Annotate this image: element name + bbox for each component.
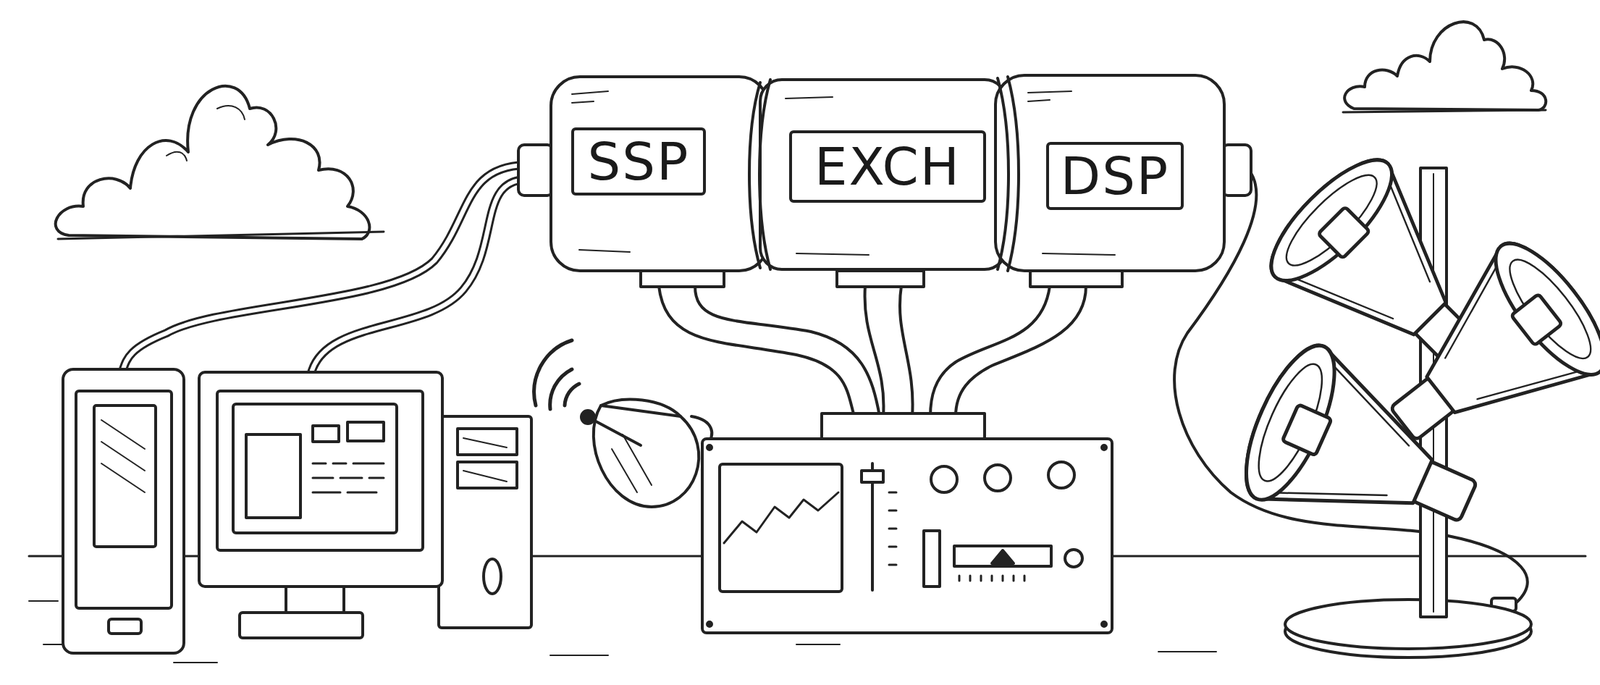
monitor-part	[199, 372, 443, 587]
cylinder-part	[1222, 144, 1252, 196]
segment-label: EXCH	[789, 130, 987, 203]
control-panel-part	[1101, 621, 1107, 627]
megaphone-stand-part	[1285, 599, 1532, 649]
tablet-part	[94, 405, 156, 547]
satellite-dish-part	[600, 399, 681, 417]
monitor-part	[347, 422, 384, 441]
control-panel-part	[719, 464, 842, 592]
satellite-dish	[534, 340, 713, 507]
cloud-part	[55, 86, 370, 239]
cylinder-part	[571, 91, 1115, 255]
cloud-part	[57, 231, 384, 239]
cable	[123, 165, 526, 373]
satellite-dish-part	[581, 410, 595, 424]
monitor-part	[246, 434, 301, 518]
tablet-part	[76, 390, 172, 609]
control-panel-part	[702, 438, 1113, 633]
tablet-part	[101, 419, 145, 493]
control-panel-part	[1064, 549, 1083, 567]
computer-tower-part	[457, 461, 517, 488]
control-panel-part	[991, 550, 1014, 564]
cable-bracket-part	[836, 270, 924, 287]
satellite-dish-part	[611, 434, 652, 493]
monitor-part	[233, 403, 397, 533]
control-panel-part	[861, 470, 884, 483]
monitor-part	[239, 612, 363, 638]
satellite-dish-part	[587, 417, 641, 446]
control-panel-part	[889, 492, 897, 565]
computer-tower-part	[483, 558, 501, 594]
control-panel-part	[723, 492, 839, 543]
cylinder	[518, 75, 1252, 271]
cable-part	[311, 179, 526, 373]
cable-part	[123, 165, 526, 370]
computer-tower-part	[463, 438, 507, 482]
segment-label: DSP	[1046, 141, 1184, 210]
segment-label: SSP	[571, 127, 706, 196]
cable-part	[123, 165, 526, 370]
cable-bracket-part	[640, 270, 724, 287]
satellite-dish-part	[534, 340, 580, 410]
cylinder-part	[518, 144, 554, 196]
control-panel-part	[931, 466, 958, 493]
computer-tower-part	[457, 428, 517, 455]
cylinder-part	[995, 75, 1225, 271]
control-panel-part	[821, 413, 985, 441]
monitor	[199, 372, 443, 638]
tablet	[62, 369, 184, 654]
monitor-part	[217, 390, 423, 551]
segment-text: DSP	[1060, 149, 1170, 202]
computer-tower-part	[438, 416, 532, 628]
control-panel	[702, 413, 1113, 633]
cloud-part	[166, 105, 245, 161]
cylinder-part	[997, 76, 1019, 271]
ribbon-cable-part	[865, 285, 913, 417]
control-panel-part	[1101, 445, 1107, 450]
tablet-part	[62, 369, 184, 654]
control-panel-part	[954, 545, 1052, 567]
cloud	[1342, 21, 1546, 113]
cloud-part	[1344, 21, 1546, 111]
monitor-part	[312, 425, 339, 442]
tablet-part	[108, 619, 142, 634]
ribbon-cable	[658, 285, 1086, 417]
cylinder-part	[749, 79, 771, 270]
cylinder-part	[760, 79, 1007, 270]
cable-bracket	[640, 270, 1123, 287]
ribbon-cable-part	[930, 285, 1086, 417]
segment-text: EXCH	[814, 140, 961, 193]
cloud	[55, 86, 384, 239]
segment-text: SSP	[587, 135, 690, 188]
cable-part	[311, 179, 526, 373]
computer-tower	[438, 416, 532, 628]
cable	[123, 165, 526, 373]
control-panel-part	[707, 621, 712, 627]
cylinder-part	[550, 76, 769, 271]
megaphone-part	[1228, 333, 1503, 578]
monitor-part	[285, 584, 344, 614]
monitor-part	[312, 463, 384, 493]
megaphone	[1228, 333, 1503, 578]
control-panel-part	[1048, 461, 1075, 488]
satellite-dish-part	[593, 405, 699, 507]
control-panel-part	[707, 445, 712, 450]
control-panel-part	[959, 575, 1025, 581]
ribbon-cable-part	[658, 285, 880, 417]
control-panel-part	[984, 464, 1011, 491]
cloud-part	[1342, 110, 1546, 113]
control-panel-part	[923, 530, 940, 587]
cable-bracket-part	[1030, 270, 1123, 287]
